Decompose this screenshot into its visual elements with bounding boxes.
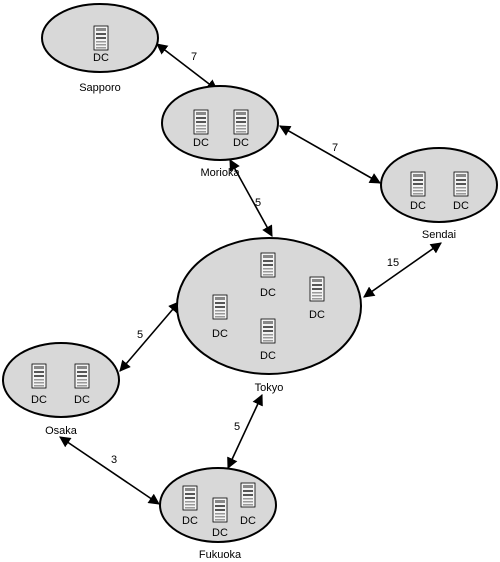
site-osaka[interactable]: DC DC Osaka: [2, 342, 120, 437]
link-cost-label: 5: [255, 197, 261, 209]
site-label-tokyo: Tokyo: [255, 382, 284, 394]
server-icon: [233, 109, 249, 135]
server-icon: [93, 25, 109, 51]
dc-label: DC: [309, 309, 325, 321]
site-link-sapporo-morioka[interactable]: 7: [156, 43, 218, 91]
site-sapporo[interactable]: DC Sapporo: [41, 3, 159, 94]
dc-label: DC: [74, 394, 90, 406]
site-link-tokyo-fukuoka[interactable]: 5: [227, 393, 263, 470]
link-arrow: [156, 43, 218, 91]
link-arrow: [59, 436, 160, 505]
server-icon: [260, 318, 276, 344]
dc-label: DC: [233, 137, 249, 149]
link-arrow: [279, 125, 381, 184]
dc-label: DC: [240, 515, 256, 527]
link-cost-label: 7: [332, 142, 338, 154]
site-tokyo[interactable]: DC DC DC DC Tokyo: [176, 237, 362, 394]
server-icon: [240, 482, 256, 508]
site-label-fukuoka: Fukuoka: [199, 549, 242, 561]
server-icon: [410, 171, 426, 197]
server-icon: [260, 252, 276, 278]
site-fukuoka[interactable]: DC DC DC Fukuoka: [159, 467, 277, 561]
site-link-morioka-sendai[interactable]: 7: [279, 125, 381, 184]
link-cost-label: 5: [137, 329, 143, 341]
dc-label: DC: [260, 350, 276, 362]
server-icon: [182, 485, 198, 511]
site-link-sendai-tokyo[interactable]: 15: [363, 242, 442, 298]
link-arrow: [363, 242, 442, 298]
site-label-sapporo: Sapporo: [79, 82, 121, 94]
server-icon: [212, 497, 228, 523]
server-icon: [193, 109, 209, 135]
link-arrow: [229, 159, 273, 237]
link-arrow: [227, 393, 263, 470]
link-cost-label: 3: [111, 454, 117, 466]
dc-label: DC: [212, 527, 228, 539]
site-links: 7 7 5 15 5 5 3: [59, 43, 442, 505]
server-icon: [309, 276, 325, 302]
site-sendai[interactable]: DC DC Sendai: [380, 147, 498, 241]
site-label-osaka: Osaka: [45, 425, 78, 437]
link-cost-label: 7: [191, 51, 197, 63]
dc-label: DC: [182, 515, 198, 527]
dc-label: DC: [453, 200, 469, 212]
site-link-morioka-tokyo[interactable]: 5: [229, 159, 273, 237]
link-cost-label: 5: [234, 421, 240, 433]
site-link-tokyo-osaka[interactable]: 5: [119, 301, 180, 372]
link-arrow: [119, 301, 180, 372]
dc-label: DC: [410, 200, 426, 212]
dc-label: DC: [93, 52, 109, 64]
dc-label: DC: [193, 137, 209, 149]
site-link-osaka-fukuoka[interactable]: 3: [59, 436, 160, 505]
link-cost-label: 15: [387, 257, 399, 269]
site-morioka[interactable]: DC DC Morioka: [161, 85, 279, 179]
dc-label: DC: [212, 328, 228, 340]
server-icon: [74, 363, 90, 389]
site-label-morioka: Morioka: [200, 167, 240, 179]
server-icon: [212, 294, 228, 320]
dc-label: DC: [31, 394, 47, 406]
server-icon: [31, 363, 47, 389]
site-label-sendai: Sendai: [422, 229, 456, 241]
dc-label: DC: [260, 287, 276, 299]
server-icon: [453, 171, 469, 197]
